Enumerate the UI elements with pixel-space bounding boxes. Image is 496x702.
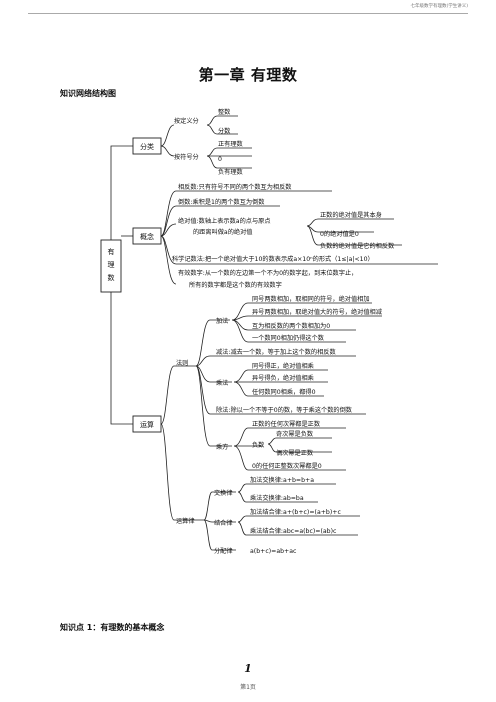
mul-rule-3: 任何数同0相乘，都得0 [252, 388, 316, 396]
page-number: 1 [244, 662, 252, 675]
pow-even-text: 偶次幂是正数 [276, 449, 314, 457]
assoc-add-text: 加法结合律:a+(b+c)=(a+b)+c [250, 508, 341, 516]
pow-neg-label: 负数 [252, 441, 265, 449]
neg-label: 负有理数 [218, 168, 244, 176]
laws-label: 运算律 [176, 517, 195, 525]
root-label-2: 理 [108, 261, 115, 269]
pow-label: 乘方 [216, 443, 228, 451]
root-label-3: 数 [108, 273, 115, 282]
classify-label: 分类 [140, 142, 154, 151]
abs-text-1: 绝对值:数轴上表示数a的点与原点 [178, 217, 271, 225]
sci-notation-text: 科学记数法:把一个绝对值大于10的数表示成a×10ⁿ的形式（1≤|a|<10） [172, 255, 374, 263]
by-def-label: 按定义分 [174, 117, 199, 125]
sig-figures-text-2: 所有的数字都是这个数的有效数字 [189, 281, 282, 289]
reciprocal-text: 倒数:乘积是1的两个数互为倒数 [178, 198, 265, 206]
assoc-label: 结合律 [214, 519, 233, 527]
section-heading-knowledge-point-1: 知识点 1：有理数的基本概念 [60, 623, 165, 632]
header-rule [28, 13, 468, 14]
div-text: 除法:除以一个不等于0的数，等于乘这个数的倒数 [216, 406, 353, 414]
rules-label: 法则 [176, 359, 188, 367]
ops-label: 运算 [140, 420, 154, 429]
integer-label: 整数 [218, 108, 231, 116]
dist-formula-text: a(b+c)=ab+ac [250, 548, 297, 555]
mul-rule-2: 异号得负，绝对值相乘 [252, 374, 314, 382]
by-sign-label: 按符号分 [174, 153, 199, 161]
mul-label: 乘法 [216, 379, 228, 387]
section-heading-network: 知识网络结构图 [60, 89, 116, 98]
add-rule-4: 一个数同0相加仍得这个数 [252, 334, 325, 342]
pos-label: 正有理数 [218, 140, 244, 148]
comm-mul-text: 乘法交换律:ab=ba [250, 494, 304, 502]
add-rule-1: 同号两数相加，取相同的符号，绝对值相加 [252, 295, 370, 303]
abs-pos-text: 正数的绝对值是其本身 [320, 211, 382, 219]
fraction-label: 分数 [218, 127, 231, 135]
pow-rule-1: 正数的任何次幂都是正数 [252, 420, 321, 428]
abs-zero-text: 0的绝对值是0 [320, 230, 359, 238]
mul-rule-1: 同号得正，绝对值相乘 [252, 362, 314, 370]
add-label: 加法 [216, 317, 228, 325]
zero-label: 0 [218, 156, 222, 163]
root-label-1: 有 [108, 247, 115, 256]
comm-add-text: 加法交换律:a+b=b+a [250, 476, 314, 484]
assoc-mul-text: 乘法结合律:abc=a(bc)=(ab)c [250, 527, 337, 535]
page-header: 七年级数学有理数(学生讲义) [0, 0, 496, 16]
concept-label: 概念 [140, 232, 154, 241]
opposite-text: 相反数:只有符号不同的两个数互为相反数 [178, 183, 292, 191]
sub-text: 减法:减去一个数，等于加上这个数的相反数 [216, 348, 336, 356]
abs-text-2: 的距离叫做a的绝对值 [193, 228, 252, 236]
add-rule-2: 异号两数相加，取绝对值大的符号，绝对值相减 [252, 308, 382, 316]
comm-label: 交换律 [214, 489, 233, 497]
header-text: 七年级数学有理数(学生讲义) [410, 4, 468, 9]
dist-label: 分配律 [214, 547, 233, 555]
pow-odd-text: 奇次幂是负数 [276, 430, 314, 438]
page-footer: 第1页 [240, 684, 256, 691]
pow-rule-3: 0的任何正整数次幂都是0 [252, 462, 322, 470]
add-rule-3: 互为相反数的两个数相加为0 [252, 322, 330, 330]
abs-neg-text: 负数的绝对值是它的相反数 [320, 242, 395, 250]
page-title: 第一章 有理数 [198, 66, 298, 84]
sig-figures-text-1: 有效数字:从一个数的左边第一个不为0的数字起，到末位数字止， [178, 269, 357, 277]
